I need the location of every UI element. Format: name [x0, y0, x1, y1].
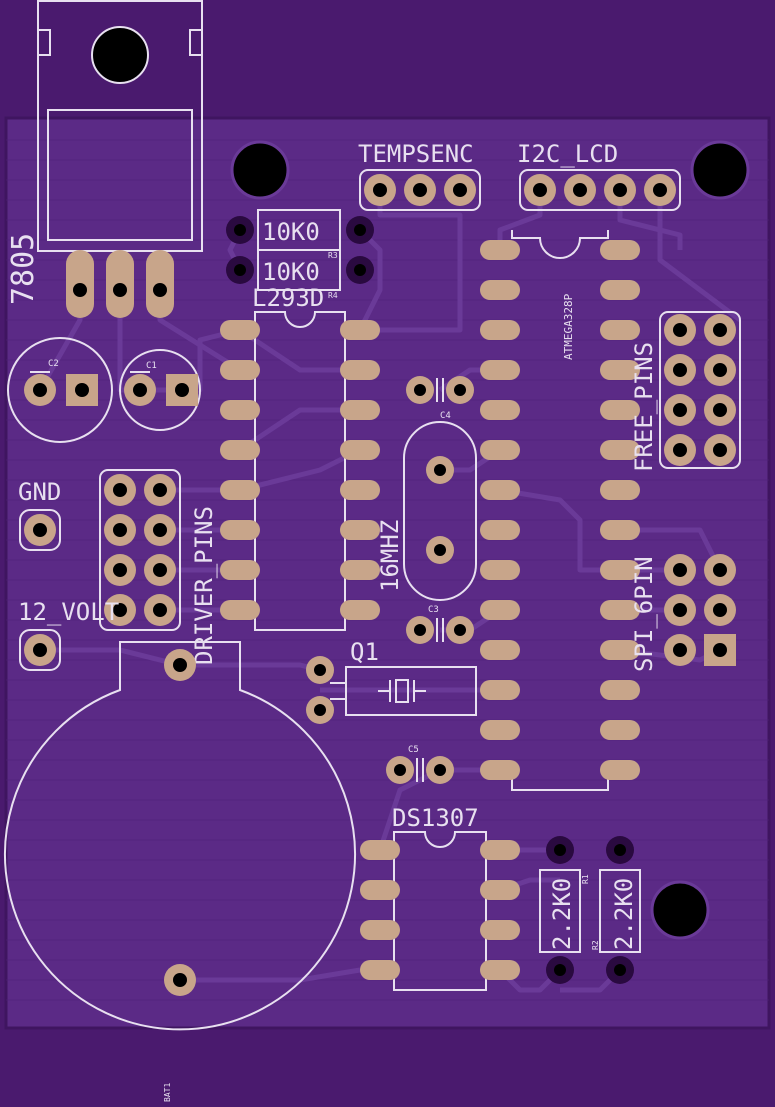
capacitor-c2: C2	[7, 337, 113, 443]
label-crystal: 16MHZ	[376, 520, 404, 592]
driver-pins-header: DRIVER_PINS	[99, 469, 218, 665]
ic-atmega328p: ATMEGA328P	[480, 230, 640, 791]
i2c-lcd-header: I2C_LCD	[517, 140, 681, 211]
spi-6pin-header: SPI_6PIN	[630, 554, 736, 672]
resistor-r2: 2.2K0 R2	[591, 836, 641, 984]
capacitor-c3: C3	[406, 605, 474, 644]
label-c3: C3	[428, 605, 439, 615]
tempsenc-header: TEMPSENC	[358, 140, 481, 211]
label-r4-value: 10K0	[262, 258, 320, 286]
mounting-hole-icon	[91, 26, 149, 84]
regulator-7805: 7805	[6, 0, 203, 318]
label-driver-pins: DRIVER_PINS	[190, 506, 218, 665]
gnd-terminal: GND	[18, 478, 61, 551]
label-r1-value: 2.2K0	[548, 878, 576, 950]
label-spi-6pin: SPI_6PIN	[630, 556, 658, 672]
label-c1: C1	[146, 361, 157, 371]
mounting-hole-icon	[230, 140, 290, 200]
label-r2: R2	[591, 940, 600, 950]
label-free-pins: FREE_PINS	[630, 342, 658, 472]
battery-holder-icon	[4, 641, 356, 1031]
mounting-hole-icon	[650, 880, 710, 940]
ic-ds1307: DS1307	[360, 804, 520, 991]
label-c4: C4	[440, 411, 451, 421]
label-c2: C2	[48, 359, 59, 369]
label-ds1307: DS1307	[392, 804, 479, 832]
label-bat1: BAT1	[163, 1083, 172, 1102]
label-i2c-lcd: I2C_LCD	[517, 140, 618, 168]
label-12-volt: 12_VOLT	[18, 598, 119, 626]
crystal-q1: Q1	[306, 638, 477, 724]
label-q1: Q1	[350, 638, 379, 666]
battery-holder-bat1	[4, 641, 356, 1031]
resistor-r4: 10K0 R4	[226, 249, 374, 300]
label-atmega: ATMEGA328P	[562, 293, 575, 360]
label-tempsenc: TEMPSENC	[358, 140, 474, 168]
label-r3-value: 10K0	[262, 218, 320, 246]
mounting-hole-icon	[690, 140, 750, 200]
label-l293d: L293D	[252, 284, 324, 312]
label-c5: C5	[408, 745, 419, 755]
capacitor-c1: C1	[119, 349, 201, 431]
resistor-r1: 2.2K0 R1	[539, 836, 590, 984]
label-r2-value: 2.2K0	[610, 878, 638, 950]
ic-l293d: L293D	[220, 284, 380, 631]
label-r1: R1	[581, 874, 590, 884]
label-r3: R3	[328, 251, 338, 260]
label-r4: R4	[328, 291, 338, 300]
crystal-icon	[403, 421, 477, 601]
label-7805: 7805	[6, 233, 41, 305]
label-gnd: GND	[18, 478, 61, 506]
twelve-volt-terminal: 12_VOLT	[18, 598, 119, 671]
capacitor-c4: C4	[406, 376, 474, 421]
crystal-16mhz: 16MHZ	[376, 421, 477, 601]
free-pins-header: FREE_PINS	[630, 311, 741, 472]
capacitor-c5: C5	[386, 745, 454, 784]
